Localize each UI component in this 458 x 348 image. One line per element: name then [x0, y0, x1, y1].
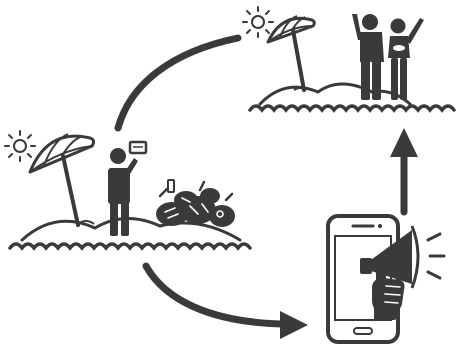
sun-icon — [5, 131, 35, 161]
sun-icon — [243, 7, 273, 37]
trash-pile-icon — [156, 180, 235, 227]
wave-line-icon — [10, 244, 250, 248]
wave-line-icon — [250, 106, 454, 110]
arrow-polluted-to-clean — [118, 38, 238, 128]
polluted-beach-scene — [5, 131, 250, 248]
beach-umbrella-icon — [268, 16, 314, 90]
beach-umbrella-icon — [30, 134, 94, 225]
phone-broadcast-scene — [328, 216, 444, 342]
phone-camera-icon — [130, 142, 146, 153]
clean-beach-scene — [243, 7, 454, 110]
island-icon — [260, 84, 410, 104]
couple-waving-icon — [352, 14, 424, 100]
person-photographing-icon — [108, 142, 146, 236]
arrow-polluted-to-phone — [146, 266, 308, 339]
arrow-phone-to-clean — [390, 128, 418, 212]
